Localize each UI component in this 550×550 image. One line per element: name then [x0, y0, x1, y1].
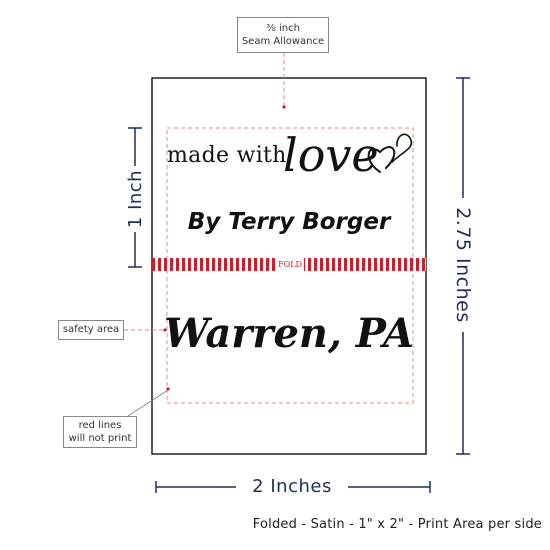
caption: Folded - Satin - 1" x 2" - Print Area pe…: [252, 517, 542, 532]
city-text: Warren, PA: [163, 310, 415, 357]
dim-1inch-label: 1 Inch: [125, 169, 146, 229]
by-name-text: By Terry Borger: [187, 209, 391, 235]
seam-allowance-fraction: ⅜ inch: [266, 23, 300, 34]
red-lines-text-1: red lines: [78, 420, 122, 431]
seam-allowance-callout: ⅜ inch Seam Allowance: [237, 17, 329, 53]
seam-leader-dot: [282, 105, 286, 109]
love-text: love: [283, 128, 379, 182]
dim-275-label: 2.75 Inches: [452, 207, 474, 323]
red-lines-leader-dot: [166, 387, 170, 391]
safety-area-callout: safety area: [58, 320, 124, 340]
safety-area-text: safety area: [62, 324, 120, 335]
seam-allowance-text: Seam Allowance: [241, 36, 325, 47]
fold-label: FOLD: [276, 258, 304, 271]
red-lines-text-2: will not print: [68, 433, 132, 444]
made-with-text: made with: [167, 143, 287, 168]
safety-leader-dot: [163, 328, 167, 332]
heart-icon: [367, 133, 413, 173]
red-lines-callout: red lines will not print: [63, 416, 137, 448]
red-lines-leader: [127, 389, 169, 417]
dim-2in-label: 2 Inches: [252, 476, 332, 497]
